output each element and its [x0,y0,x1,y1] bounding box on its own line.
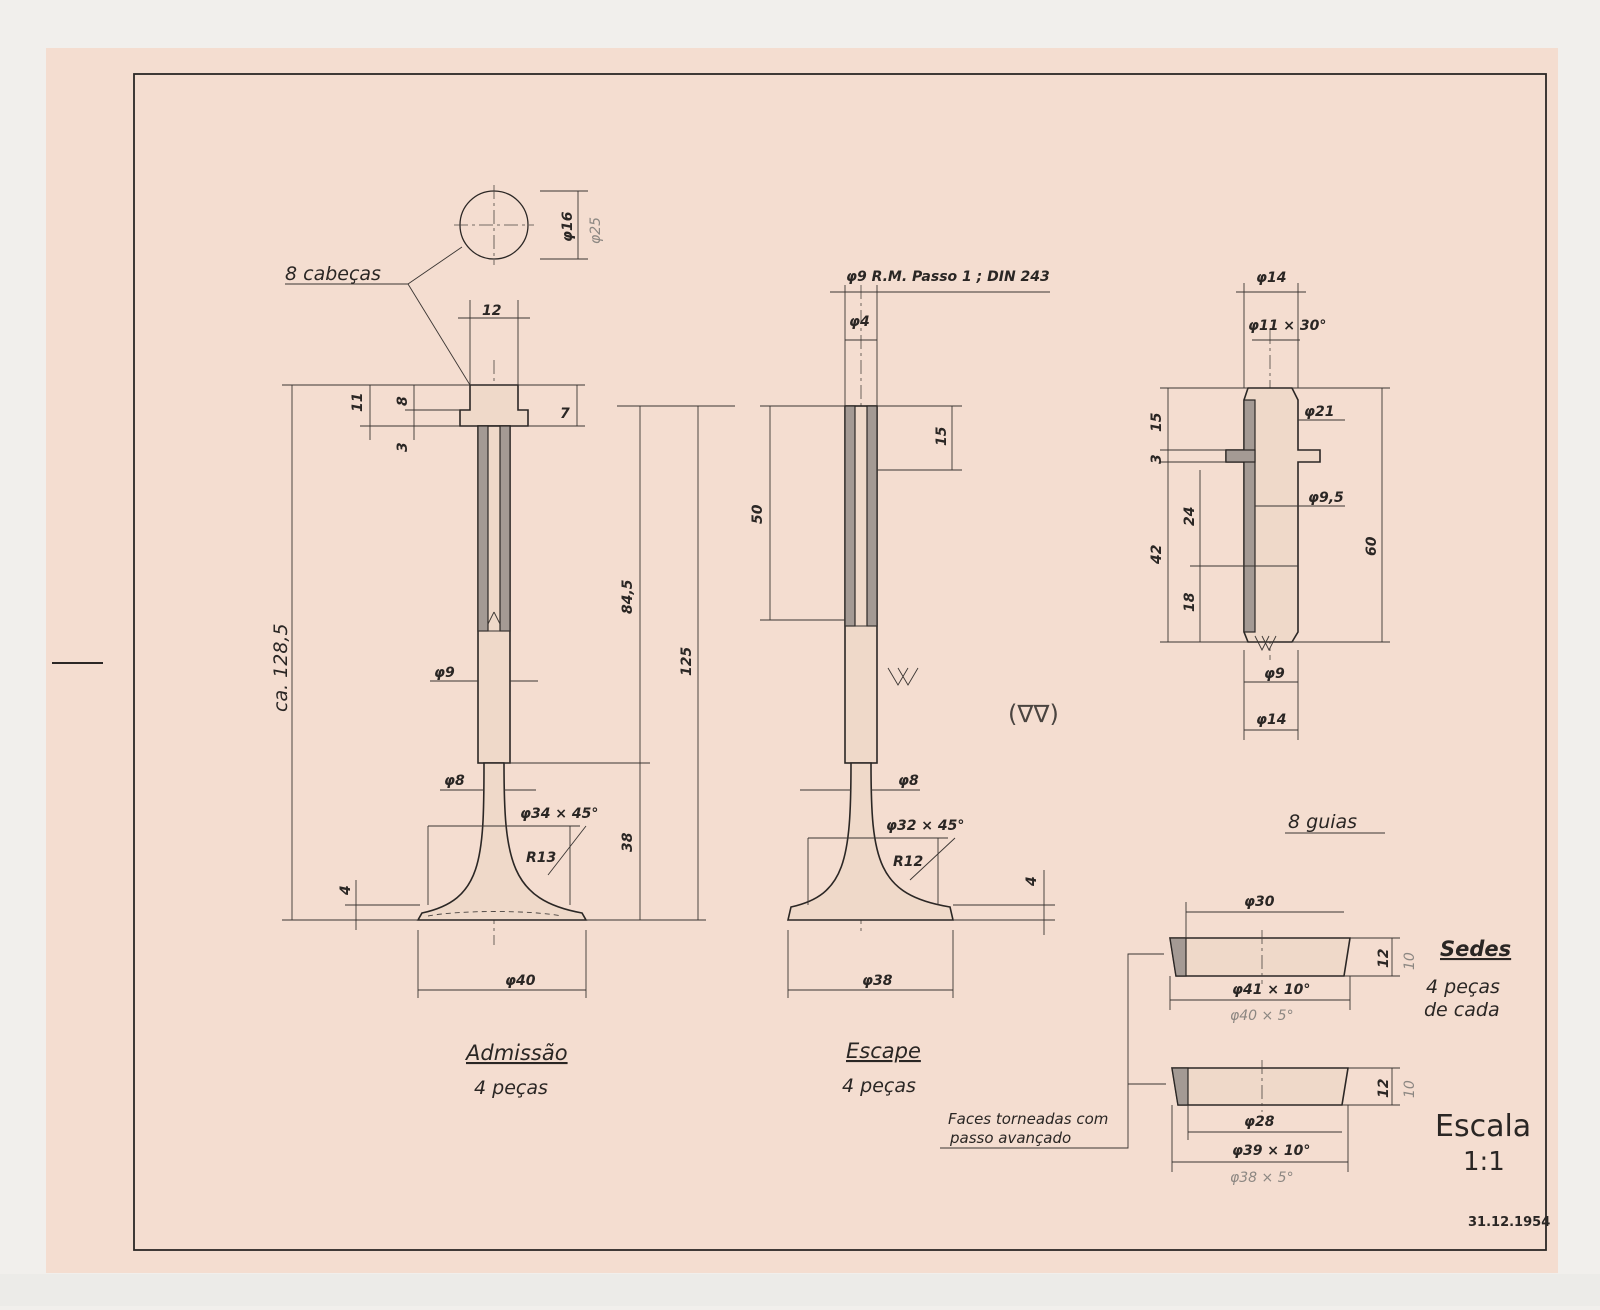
drawing-border [133,73,1547,1251]
exhaust-title: Escape [846,1039,921,1063]
seat2-height: 12 [1376,1079,1392,1098]
seats-note-line2: passo avançado [949,1129,1071,1147]
intake-qty: 4 peças [474,1077,548,1099]
exhaust-disc: φ38 [862,973,893,989]
guide-d15: 15 [1149,412,1165,432]
seat2-height-pencil: 10 [1402,1080,1418,1098]
guide-flange: φ21 [1304,404,1334,420]
exhaust-d50: 50 [750,504,766,524]
scale-label: Escala [1435,1109,1531,1144]
intake-head-dia-pencil: φ25 [588,217,604,244]
guide-d18: 18 [1182,592,1198,612]
exhaust-thread: φ9 R.M. Passo 1 ; DIN 243 [846,269,1050,285]
intake-title: Admissão [464,1041,568,1065]
intake-d38: 38 [620,832,636,852]
intake-cap-width: 12 [482,303,501,319]
exhaust-valve [786,285,955,935]
intake-d125: 125 [679,647,695,676]
seats-title: Sedes [1440,937,1511,961]
guide-d60: 60 [1364,536,1380,556]
seat1-inner: φ30 [1244,894,1275,910]
exhaust-seat: φ32 × 45° [886,818,964,834]
guide-bore: φ9,5 [1308,490,1344,506]
intake-disc: φ40 [505,973,536,989]
guide-title: 8 guias [1288,811,1357,833]
exhaust-bore: φ4 [849,314,870,330]
bottom-strip [0,1274,1600,1306]
seats-note-line1: Faces torneadas com [948,1110,1108,1128]
intake-d4: 4 [338,885,354,896]
guide-bottom-dia: φ14 [1256,712,1286,728]
guide-d24: 24 [1182,507,1198,526]
seat1-outer: φ41 × 10° [1232,982,1310,998]
intake-neck: φ8 [444,773,465,789]
intake-stem: φ9 [434,665,455,681]
intake-overall: ca. 128,5 [270,623,292,712]
seats-qty2: de cada [1424,999,1500,1021]
intake-d84: 84,5 [620,579,636,614]
seat2-inner: φ28 [1244,1114,1275,1130]
guide-d3: 3 [1149,454,1165,464]
exhaust-radius: R12 [893,854,923,870]
seat2-outer: φ39 × 10° [1232,1143,1310,1159]
intake-callout: 8 cabeças [285,263,381,285]
seat2-outer-pencil: φ38 × 5° [1230,1170,1294,1186]
guide-top-dia: φ14 [1256,270,1286,286]
guide-chamfer: φ11 × 30° [1248,318,1326,334]
seat1-height-pencil: 10 [1402,952,1418,970]
intake-head-dia: φ16 [560,211,576,242]
seat1-height: 12 [1376,949,1392,968]
exhaust-d15: 15 [934,426,950,446]
exhaust-qty: 4 peças [842,1075,916,1097]
guide-bottom-bore: φ9 [1264,666,1285,682]
guide-dimension-lines [1160,283,1390,834]
intake-dimension-lines [282,190,735,998]
intake-d3: 3 [395,442,411,452]
intake-radius: R13 [526,850,556,866]
drawing-date: 31.12.1954 [1468,1215,1550,1230]
exhaust-d4: 4 [1024,876,1040,887]
surface-finish-symbol: (∇∇) [1008,700,1059,728]
exhaust-dimension-lines [760,285,1055,998]
intake-valve [285,185,588,945]
guide-d42: 42 [1149,545,1165,565]
scale-value: 1:1 [1463,1147,1505,1177]
seat1-outer-pencil: φ40 × 5° [1230,1008,1294,1024]
intake-seat: φ34 × 45° [520,806,598,822]
intake-d8: 8 [395,396,411,406]
valve-guide [1225,330,1321,660]
intake-d11: 11 [350,393,366,412]
valve-seats [940,902,1400,1172]
exhaust-neck: φ8 [898,773,919,789]
intake-d7: 7 [560,406,570,422]
seats-qty1: 4 peças [1426,976,1500,998]
